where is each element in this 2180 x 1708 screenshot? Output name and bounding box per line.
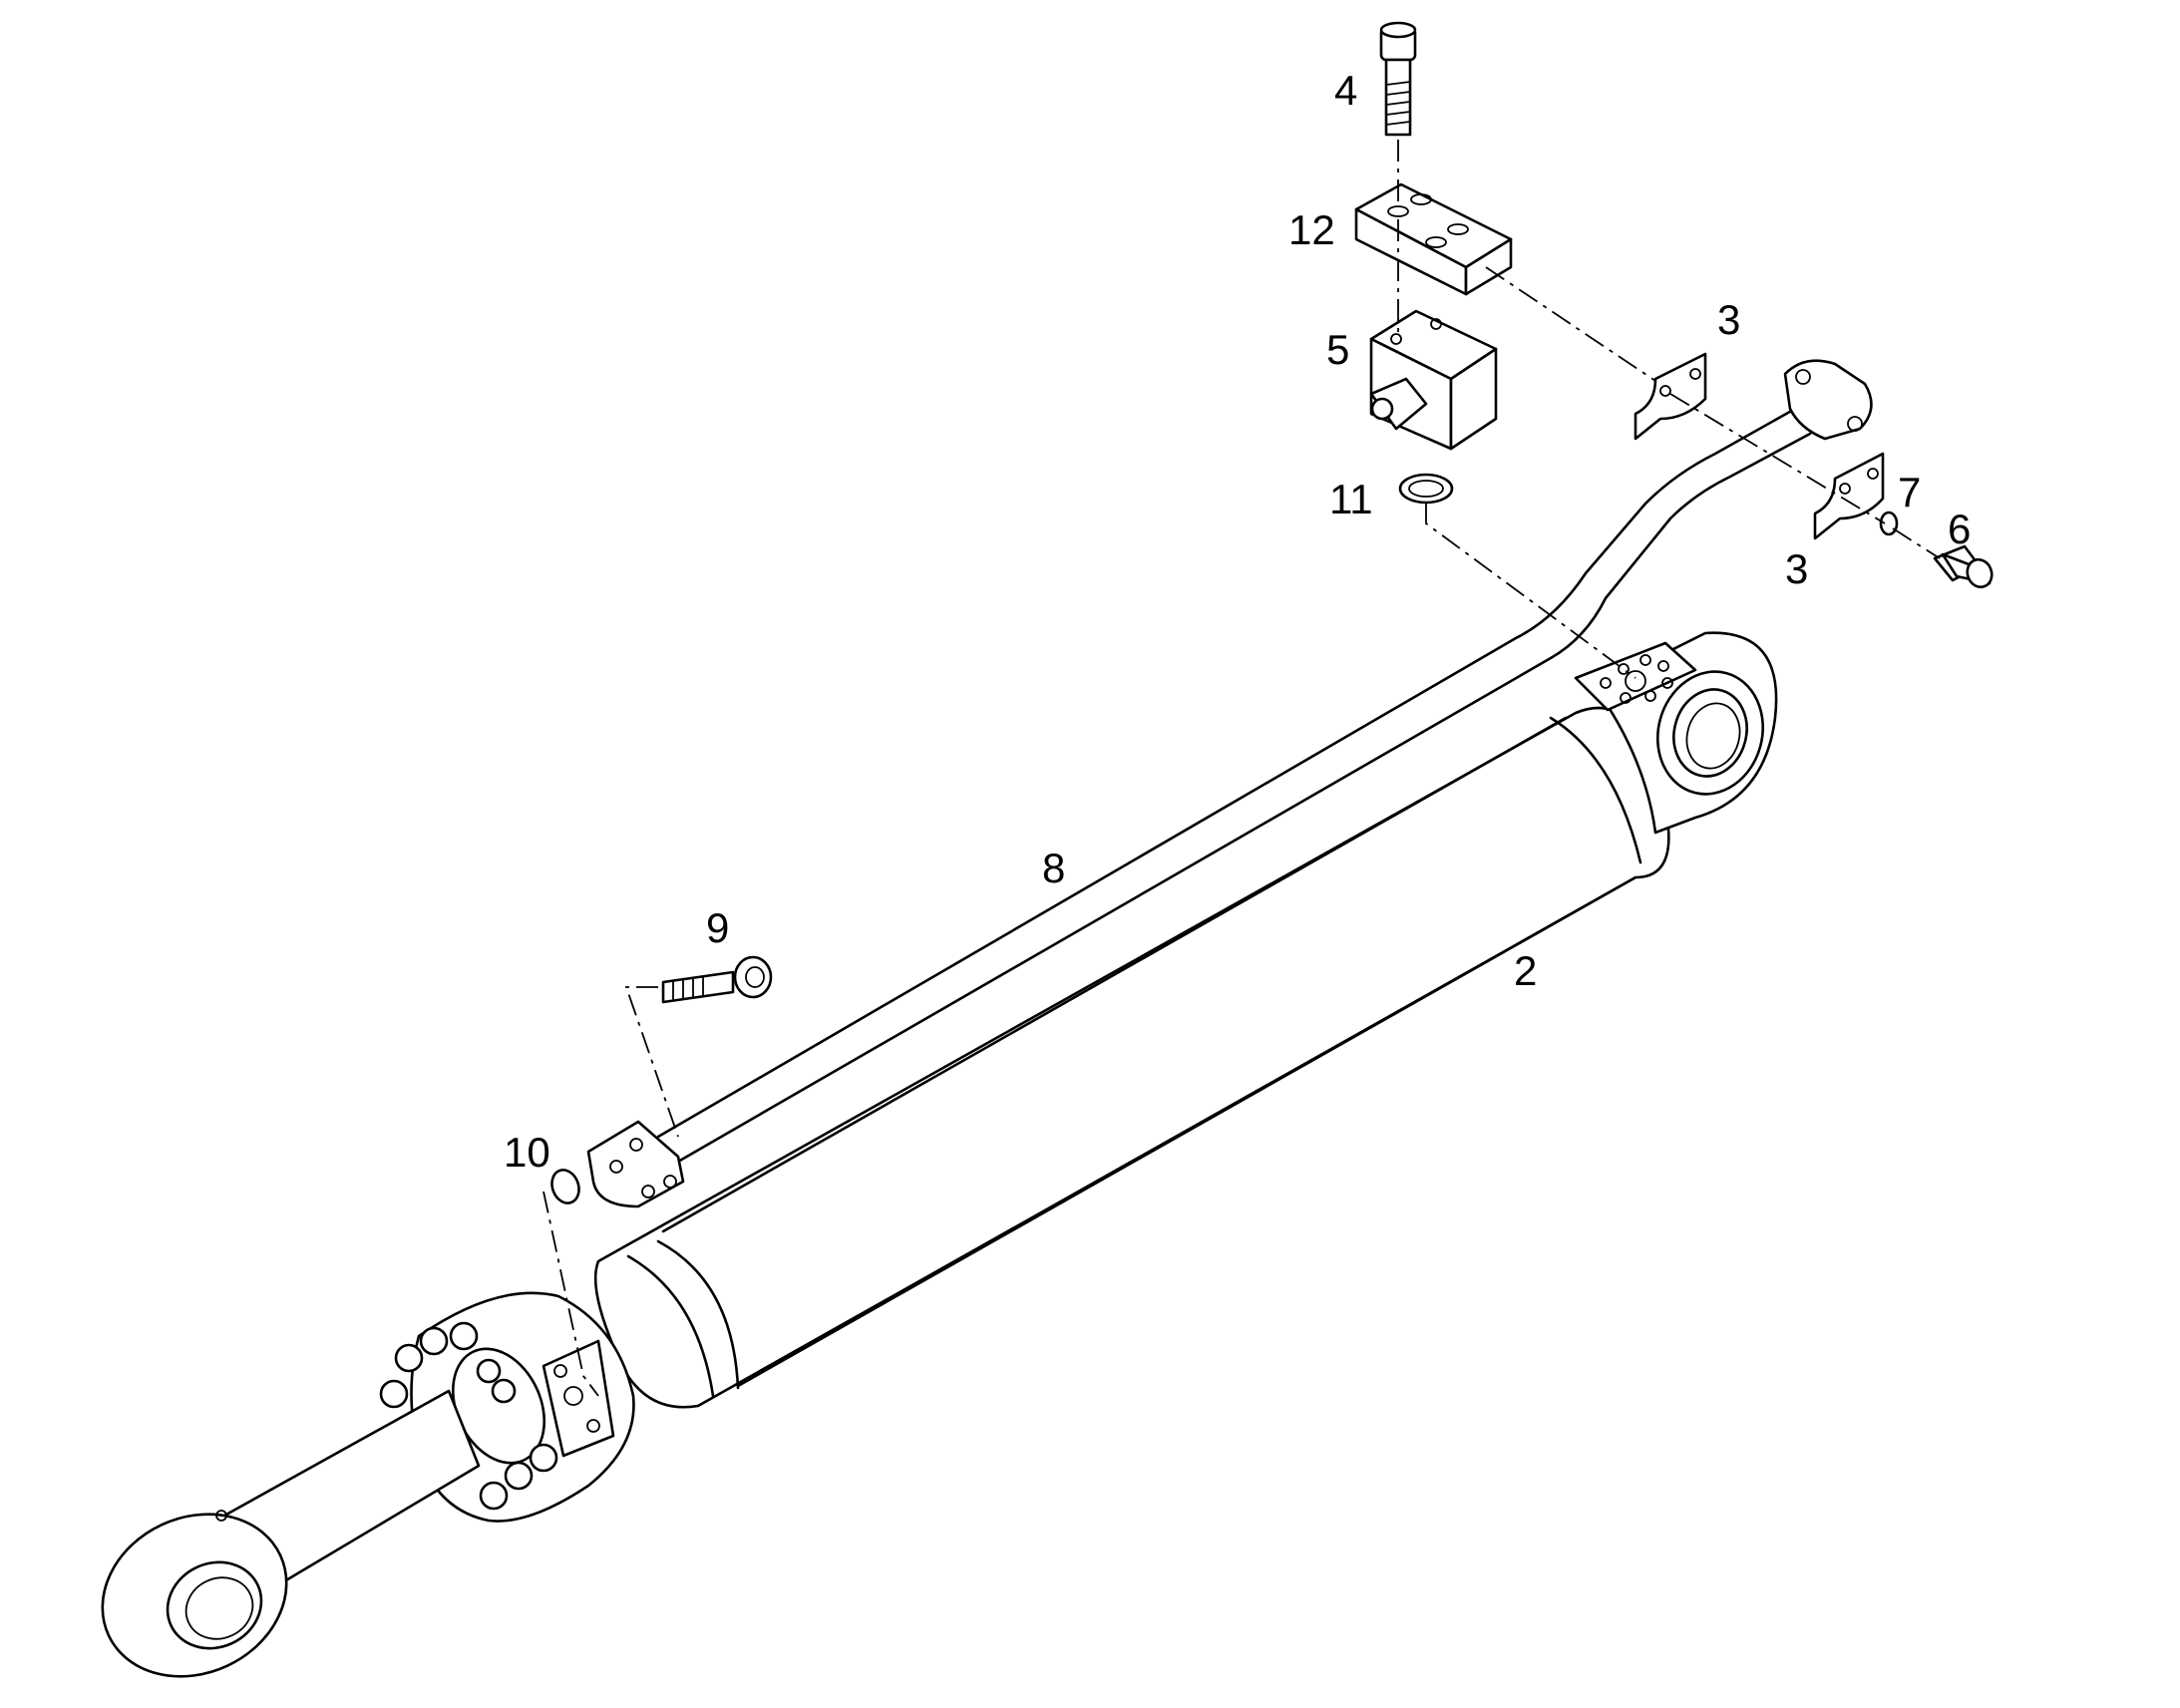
callout-7: 7 [1898,469,1921,515]
rod-eye [101,1510,288,1678]
washer-part-7 [1879,511,1899,536]
hydraulic-pipe [586,359,1873,1208]
callout-8: 8 [1042,845,1065,891]
callout-labels: 4 12 5 3 11 7 6 3 8 9 2 10 [504,67,1971,1176]
callout-3-upper: 3 [1717,296,1740,343]
valve-block-part-5 [1369,309,1498,451]
clamp-part-3-lower [1813,452,1885,540]
cylinder-barrel [593,706,1670,1409]
bolt-part-4 [1379,21,1417,137]
clamp-part-3-upper [1634,352,1707,441]
callout-10: 10 [504,1129,550,1176]
callout-6: 6 [1948,506,1971,552]
o-ring-part-10 [550,1169,580,1204]
bolt-part-6 [1933,544,1994,589]
cylinder-base-eye [1574,631,1778,835]
callout-4: 4 [1334,67,1357,114]
base-port-bolt-holes [1600,654,1673,704]
assembly-centerlines [543,140,1941,1397]
plate-part-12 [1354,182,1513,296]
callout-2: 2 [1514,947,1537,994]
callout-11: 11 [1329,476,1373,522]
callout-9: 9 [706,904,729,951]
callout-3-lower: 3 [1785,545,1808,592]
head-flange-bolts [379,1321,558,1511]
callout-12: 12 [1288,206,1335,253]
bolt-part-9 [661,955,773,1004]
callout-5: 5 [1326,326,1349,373]
o-ring-part-11 [1398,473,1454,505]
